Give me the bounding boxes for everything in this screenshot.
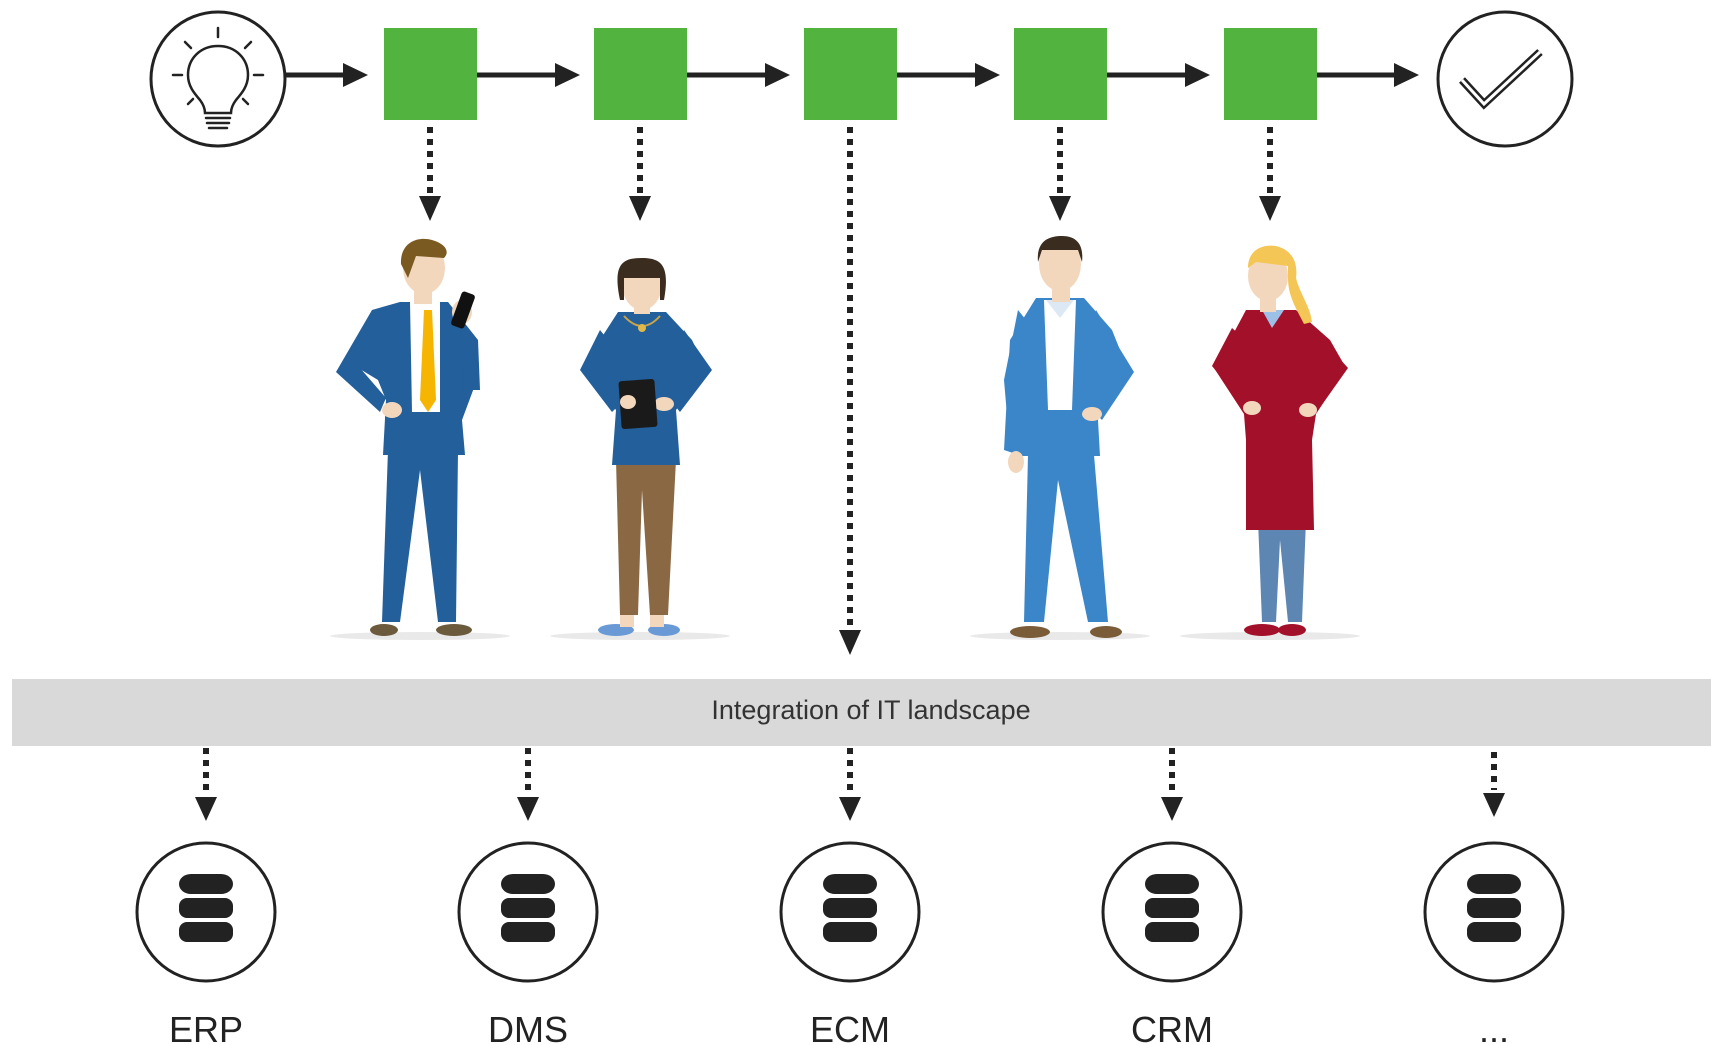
businessman-with-phone-icon bbox=[336, 238, 480, 636]
database-icon bbox=[1101, 841, 1243, 983]
process-steps bbox=[384, 28, 1317, 120]
band-to-system-arrows bbox=[203, 748, 1497, 794]
process-step-4 bbox=[1014, 28, 1107, 120]
system-label: CRM bbox=[1131, 1009, 1213, 1045]
system-node: ERP bbox=[135, 841, 277, 1045]
system-node: ... bbox=[1423, 841, 1565, 1045]
database-icon bbox=[135, 841, 277, 983]
process-step-5 bbox=[1224, 28, 1317, 120]
system-label: DMS bbox=[488, 1009, 568, 1045]
band-to-system-arrowheads bbox=[195, 793, 1505, 821]
process-step-1 bbox=[384, 28, 477, 120]
process-step-2 bbox=[594, 28, 687, 120]
integration-band-label: Integration of IT landscape bbox=[711, 695, 1030, 725]
step-to-actor-arrows bbox=[427, 127, 1273, 635]
integration-band bbox=[12, 679, 1711, 746]
lightbulb-icon bbox=[149, 10, 287, 148]
step-to-actor-arrowheads bbox=[419, 196, 1281, 655]
systems-row: ERP DMS ECM CRM... bbox=[135, 841, 1565, 1045]
process-step-3 bbox=[804, 28, 897, 120]
checkmark-icon bbox=[1436, 10, 1574, 148]
database-icon bbox=[1423, 841, 1565, 983]
database-icon bbox=[779, 841, 921, 983]
system-node: CRM bbox=[1101, 841, 1243, 1045]
woman-with-tablet-icon bbox=[580, 258, 712, 636]
system-label: ECM bbox=[810, 1009, 890, 1045]
system-label: ... bbox=[1479, 1009, 1509, 1045]
system-node: DMS bbox=[457, 841, 599, 1045]
businesswoman-icon bbox=[1212, 245, 1348, 636]
process-arrowheads bbox=[343, 63, 1419, 87]
database-icon bbox=[457, 841, 599, 983]
system-label: ERP bbox=[169, 1009, 243, 1045]
system-node: ECM bbox=[779, 841, 921, 1045]
businessman-icon bbox=[1004, 236, 1134, 638]
